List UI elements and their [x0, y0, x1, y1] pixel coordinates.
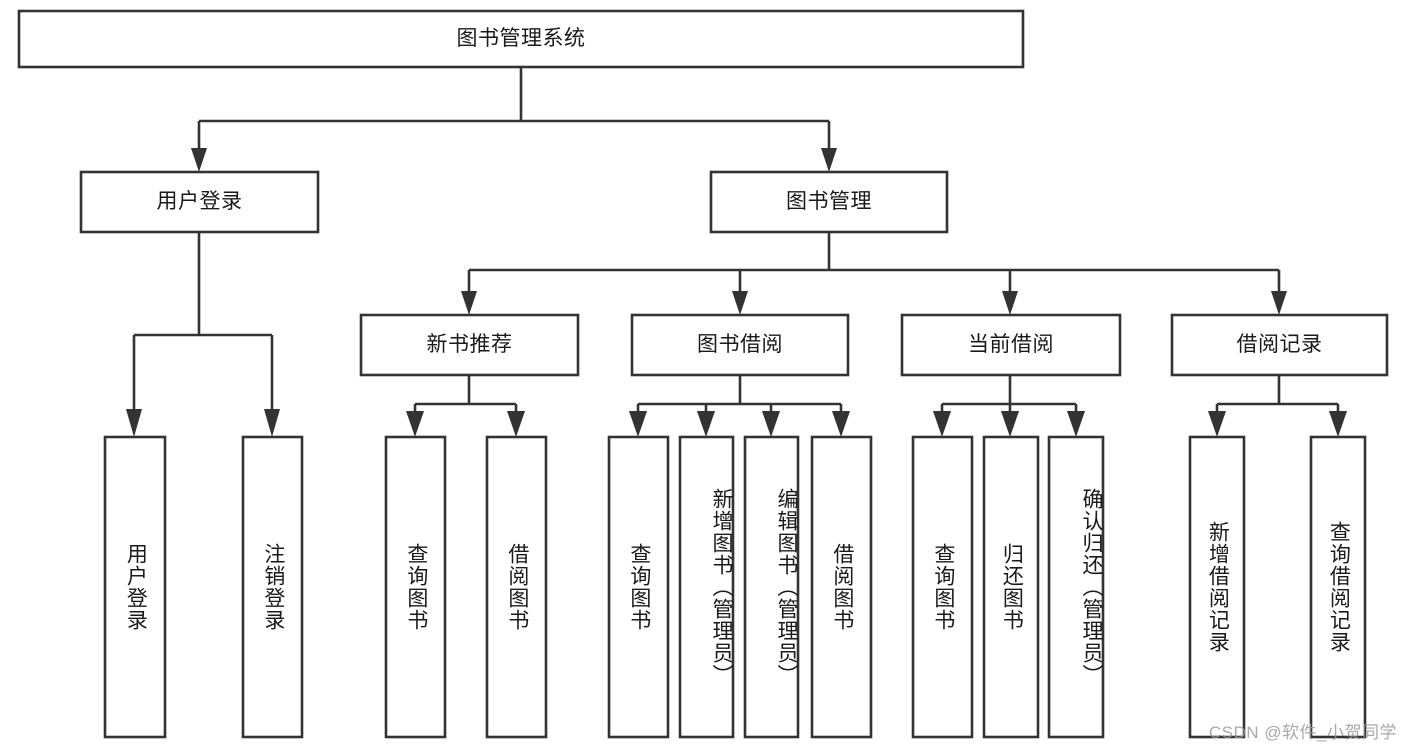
arrowhead-leaf-5: [697, 411, 715, 437]
arrowhead-user-login: [191, 148, 207, 172]
csdn-watermark: CSDN @软件_小贺同学: [1208, 723, 1397, 742]
connectors-user-login: [126, 232, 280, 437]
box-leaf-7[interactable]: [810, 435, 873, 739]
arrowhead-leaf-4: [629, 411, 647, 437]
arrowhead-new-book-recommend: [461, 291, 477, 315]
arrowhead-leaf-11: [1208, 411, 1226, 437]
arrowhead-leaf-2: [406, 411, 424, 437]
box-user-login[interactable]: [79, 170, 320, 234]
box-leaf-9[interactable]: [982, 435, 1040, 739]
box-leaf-11[interactable]: [1188, 435, 1246, 739]
box-borrow-record[interactable]: [1170, 313, 1389, 377]
box-book-borrow[interactable]: [630, 313, 850, 377]
arrowhead-current-borrow: [1002, 291, 1018, 315]
arrowhead-borrow-record: [1271, 291, 1287, 315]
arrowhead-leaf-7: [832, 411, 850, 437]
arrowhead-leaf-8: [933, 411, 951, 437]
box-leaf-2[interactable]: [384, 435, 447, 739]
node-boxes: [17, 9, 1389, 739]
connectors-book-management: [461, 232, 1287, 315]
box-leaf-0[interactable]: [103, 435, 167, 739]
arrowhead-leaf-9: [1001, 411, 1019, 437]
box-leaf-12[interactable]: [1309, 435, 1367, 739]
connectors-current-borrow: [933, 375, 1085, 437]
arrowhead-leaf-12: [1329, 411, 1347, 437]
box-book-management[interactable]: [709, 170, 949, 234]
connectors-root: [191, 67, 837, 172]
arrowhead-book-management: [821, 148, 837, 172]
box-leaf-6[interactable]: [743, 435, 800, 739]
box-leaf-8[interactable]: [911, 435, 974, 739]
connectors-borrow-record: [1208, 375, 1347, 437]
box-leaf-1[interactable]: [241, 435, 304, 739]
arrowhead-leaf-0: [126, 409, 142, 437]
box-leaf-3[interactable]: [485, 435, 548, 739]
connectors-book-borrow: [629, 375, 850, 437]
arrowhead-leaf-3: [507, 411, 525, 437]
box-leaf-10[interactable]: [1047, 435, 1105, 739]
arrowhead-leaf-1: [264, 409, 280, 437]
box-current-borrow[interactable]: [900, 313, 1122, 377]
box-root[interactable]: [17, 9, 1025, 69]
arrowhead-book-borrow: [732, 291, 748, 315]
box-new-book-recommend[interactable]: [359, 313, 580, 377]
box-leaf-5[interactable]: [678, 435, 735, 739]
box-leaf-4[interactable]: [607, 435, 670, 739]
arrowhead-leaf-10: [1067, 411, 1085, 437]
arrowhead-leaf-6: [762, 411, 780, 437]
connectors-new-book-recommend: [406, 375, 525, 437]
